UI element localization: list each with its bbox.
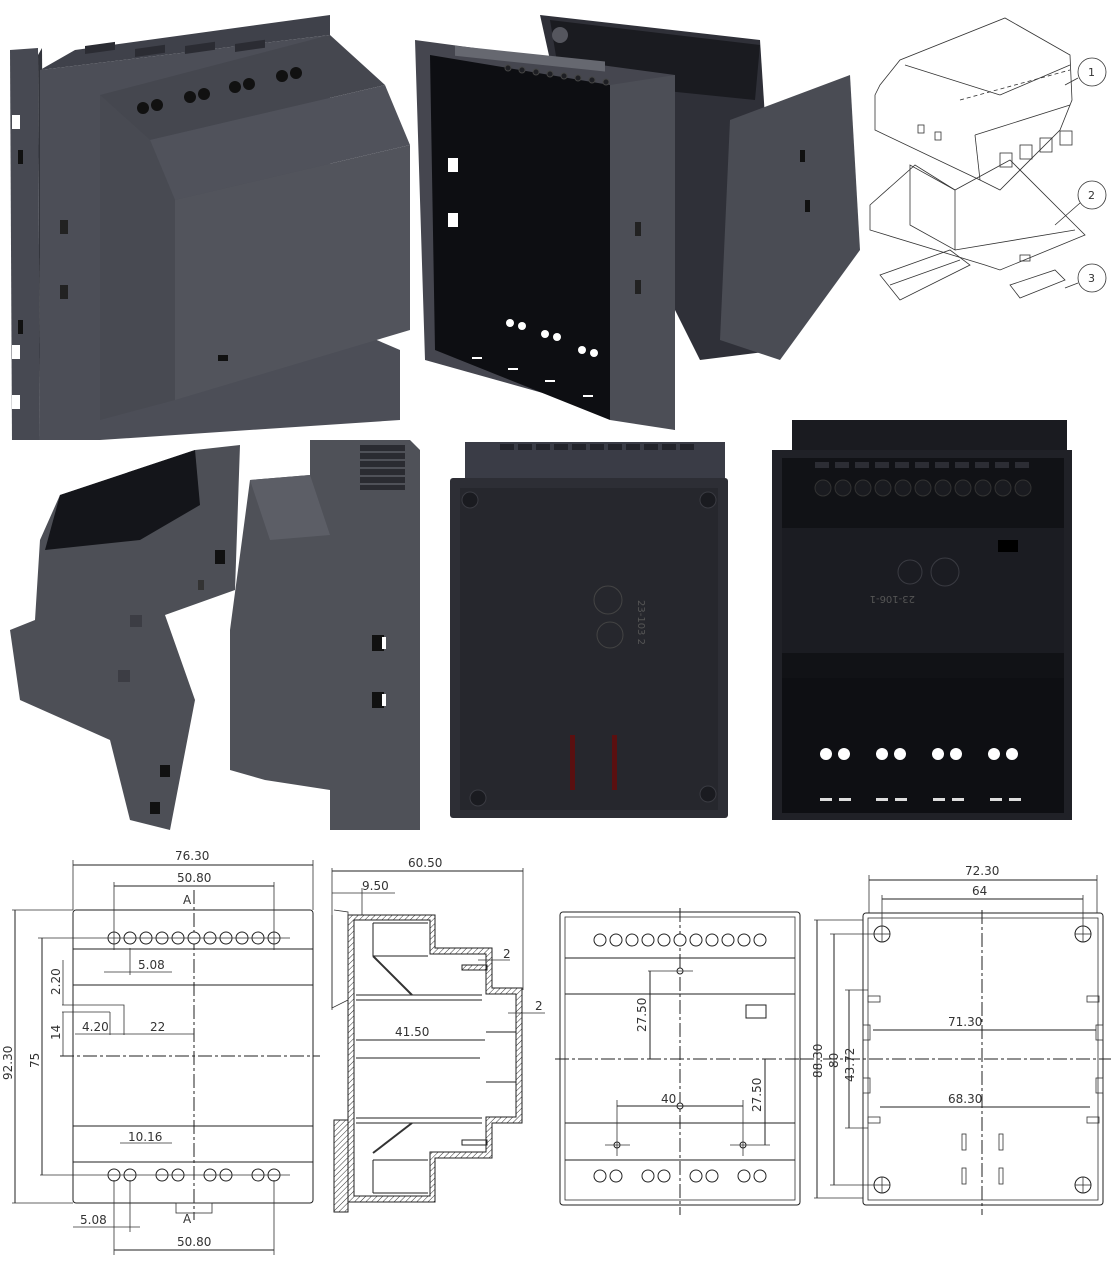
dim-pitch-bottom-group: 10.16 xyxy=(128,1130,162,1144)
dim-width-total: 72.30 xyxy=(965,864,999,878)
section-marker-bottom: A xyxy=(183,1212,192,1226)
dim-offset-420: 4.20 xyxy=(82,1020,109,1034)
dim-holes-span-bottom: 50.80 xyxy=(177,1235,211,1249)
drawing-back-view: 27.50 27.50 40 xyxy=(550,880,810,1220)
dim-height-clip: 43.72 xyxy=(843,1048,857,1082)
dim-height-total: 88.30 xyxy=(811,1044,825,1078)
mold-marking: 23-106-1 xyxy=(870,593,915,604)
dim-lower-offset: 27.50 xyxy=(750,1078,764,1112)
exploded-view-drawing: 1 2 3 xyxy=(860,0,1111,330)
callout-3: 3 xyxy=(1088,272,1095,285)
section-marker-top: A xyxy=(183,893,192,907)
dim-upper-offset: 27.50 xyxy=(635,998,649,1032)
dim-pitch-top: 5.08 xyxy=(138,958,165,972)
dim-screw-span: 64 xyxy=(972,884,987,898)
dim-height-75: 75 xyxy=(28,1053,42,1068)
drawing-section-view: 60.50 9.50 2 2 41.50 xyxy=(320,840,550,1262)
dim-pitch-bottom: 5.08 xyxy=(80,1213,107,1227)
dim-inner-upper: 71.30 xyxy=(948,1015,982,1029)
dim-wall-a: 2 xyxy=(503,947,511,961)
photo-enclosure-base-inside: 23-103 2 xyxy=(440,430,760,830)
dim-span: 40 xyxy=(661,1092,676,1106)
dim-lip: 9.50 xyxy=(362,879,389,893)
photo-enclosure-interior xyxy=(400,0,860,440)
dim-holes-span-top: 50.80 xyxy=(177,871,211,885)
dim-offset-220: 2.20 xyxy=(49,968,63,995)
callout-1: 1 xyxy=(1088,66,1095,79)
dim-offset-14: 14 xyxy=(49,1025,63,1040)
dim-wall-b: 2 xyxy=(535,999,543,1013)
dim-width-total: 76.30 xyxy=(175,849,209,863)
dim-height-total: 92.30 xyxy=(1,1046,15,1080)
photo-enclosure-side xyxy=(0,430,440,840)
drawing-front-view: 76.30 50.80 A 5.08 2.20 14 4.20 22 92.30… xyxy=(0,840,320,1262)
photo-enclosure-top-inside: 23-106-1 xyxy=(760,410,1111,830)
dim-inner-depth: 41.50 xyxy=(395,1025,429,1039)
dim-inner-lower: 68.30 xyxy=(948,1092,982,1106)
mold-marking: 23-103 2 xyxy=(635,600,646,645)
callout-2: 2 xyxy=(1088,189,1095,202)
dim-offset-22: 22 xyxy=(150,1020,165,1034)
photo-enclosure-front xyxy=(0,0,420,440)
drawing-base-view: 72.30 64 71.30 68.30 88.30 80 43.72 xyxy=(800,850,1111,1230)
dim-depth-total: 60.50 xyxy=(408,856,442,870)
dim-height-screw: 80 xyxy=(827,1053,841,1068)
